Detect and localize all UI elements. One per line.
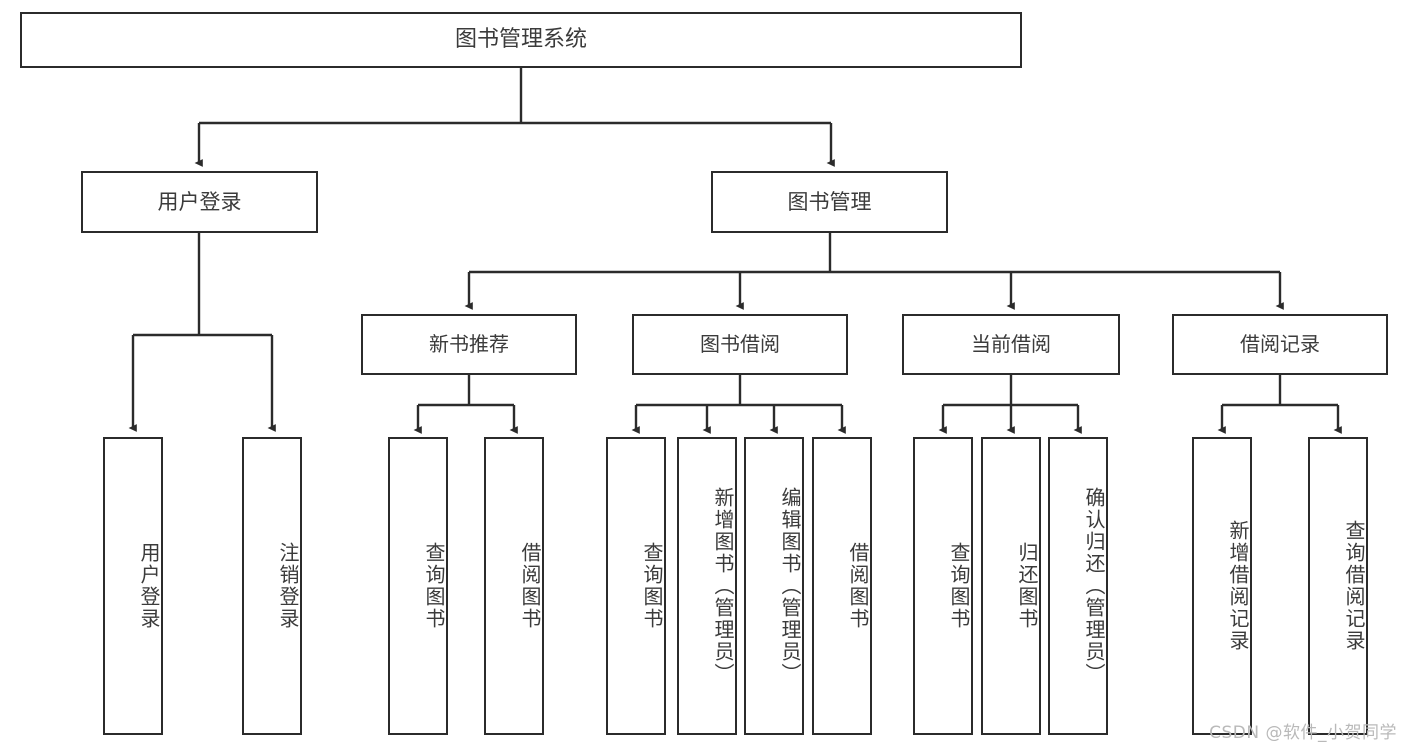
leaf-add-book-label: 新增图书（管理员）: [711, 487, 735, 685]
node-book-manage-label: 图书管理: [787, 189, 872, 214]
node-root-label: 图书管理系统: [454, 27, 587, 53]
leaf-borrow-book-2[interactable]: 借阅图书: [812, 437, 872, 735]
leaf-query-book-3-label: 查询图书: [947, 542, 971, 630]
leaf-add-book[interactable]: 新增图书（管理员）: [677, 437, 737, 735]
leaf-confirm-return[interactable]: 确认归还（管理员）: [1048, 437, 1108, 735]
leaf-user-login[interactable]: 用户登录: [103, 437, 163, 735]
leaf-add-record[interactable]: 新增借阅记录: [1192, 437, 1252, 735]
node-current-borrow-label: 当前借阅: [971, 332, 1051, 356]
node-new-book-recommend-label: 新书推荐: [429, 332, 509, 356]
node-user-login[interactable]: 用户登录: [81, 171, 318, 233]
leaf-return-book[interactable]: 归还图书: [981, 437, 1041, 735]
watermark: CSDN @软件_小贺同学: [1209, 723, 1397, 743]
leaf-edit-book-label: 编辑图书（管理员）: [778, 487, 802, 685]
node-new-book-recommend[interactable]: 新书推荐: [361, 314, 577, 375]
node-root[interactable]: 图书管理系统: [20, 12, 1022, 68]
leaf-add-record-label: 新增借阅记录: [1226, 520, 1250, 652]
node-borrow-record-label: 借阅记录: [1240, 332, 1320, 356]
leaf-user-login-label: 用户登录: [137, 542, 161, 630]
leaf-borrow-book-1-label: 借阅图书: [518, 542, 542, 630]
leaf-borrow-book-2-label: 借阅图书: [846, 542, 870, 630]
node-book-borrow[interactable]: 图书借阅: [632, 314, 848, 375]
leaf-query-record[interactable]: 查询借阅记录: [1308, 437, 1368, 735]
leaf-confirm-return-label: 确认归还（管理员）: [1082, 487, 1106, 685]
leaf-query-book-1[interactable]: 查询图书: [388, 437, 448, 735]
node-borrow-record[interactable]: 借阅记录: [1172, 314, 1388, 375]
leaf-query-book-1-label: 查询图书: [422, 542, 446, 630]
leaf-return-book-label: 归还图书: [1015, 542, 1039, 630]
node-book-borrow-label: 图书借阅: [700, 332, 780, 356]
node-current-borrow[interactable]: 当前借阅: [902, 314, 1120, 375]
leaf-user-logout-label: 注销登录: [276, 542, 300, 630]
node-user-login-label: 用户登录: [157, 189, 242, 214]
leaf-edit-book[interactable]: 编辑图书（管理员）: [744, 437, 804, 735]
leaf-borrow-book-1[interactable]: 借阅图书: [484, 437, 544, 735]
leaf-query-book-3[interactable]: 查询图书: [913, 437, 973, 735]
node-book-manage[interactable]: 图书管理: [711, 171, 948, 233]
leaf-query-record-label: 查询借阅记录: [1342, 520, 1366, 652]
leaf-query-book-2-label: 查询图书: [640, 542, 664, 630]
leaf-query-book-2[interactable]: 查询图书: [606, 437, 666, 735]
leaf-user-logout[interactable]: 注销登录: [242, 437, 302, 735]
